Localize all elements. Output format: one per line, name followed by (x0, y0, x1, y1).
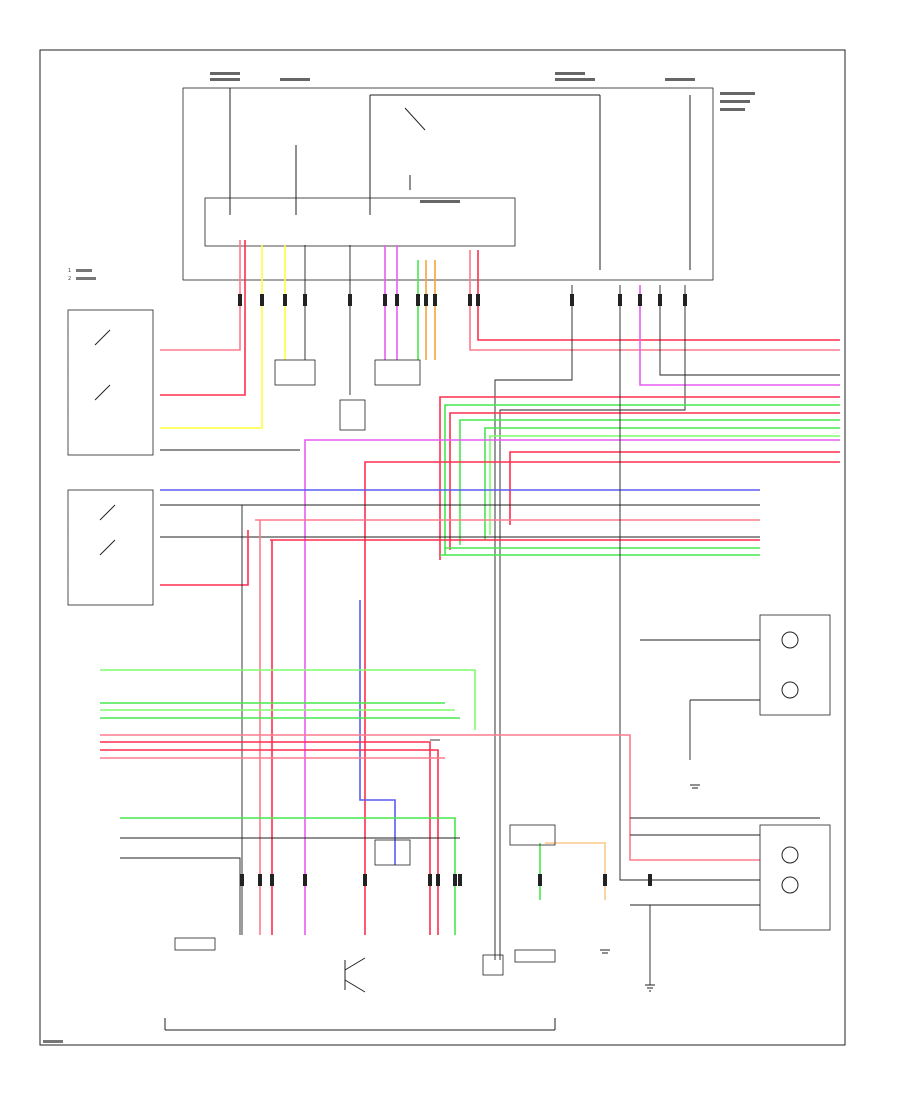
connector-pin (363, 874, 367, 886)
connector-pin (283, 294, 287, 306)
wire-red (100, 749, 439, 935)
connector-pin (476, 294, 480, 306)
connector-pin (303, 874, 307, 886)
wire-green (120, 817, 456, 935)
wire-green (459, 419, 840, 545)
wire-magenta (304, 439, 840, 935)
wire-red (160, 530, 249, 586)
transistor-symbol (344, 957, 366, 993)
connector-pin (433, 294, 437, 306)
wire-light-green (489, 435, 840, 535)
connector-group (274, 359, 421, 431)
wire-black (619, 285, 760, 881)
ground-symbol (600, 784, 700, 992)
wire-black (494, 285, 573, 960)
connector-pin (638, 294, 642, 306)
legend-mark-2: 2 (68, 276, 71, 282)
connector-pin (428, 874, 432, 886)
wire-pink (160, 240, 241, 351)
diagram-frame (39, 49, 846, 1046)
meter-component (374, 839, 411, 866)
wire-light-orange (545, 842, 606, 900)
combination-meter-assembly (174, 937, 216, 951)
lamp-symbol (781, 631, 799, 649)
lamp-symbol (781, 846, 799, 864)
connector-pin (303, 294, 307, 306)
connector-pin (424, 294, 428, 306)
wire-magenta (639, 285, 840, 386)
legend: 1 2 (68, 268, 96, 282)
connector-pin (658, 294, 662, 306)
connector-pin (395, 294, 399, 306)
legend-mark-1: 1 (68, 268, 71, 274)
connector-pin (538, 874, 542, 886)
connector-pin (683, 294, 687, 306)
connector-pin (458, 874, 462, 886)
connector-pin (260, 294, 264, 306)
light-control-switch (67, 309, 154, 456)
connector-pin (258, 874, 262, 886)
wires (100, 240, 840, 985)
wire-black (499, 285, 686, 960)
wire-light-green (100, 669, 476, 730)
wire-black (659, 285, 840, 376)
wire-red (449, 412, 840, 550)
wire-yellow (160, 245, 263, 429)
meter-component (509, 824, 556, 846)
junction-block (204, 197, 516, 247)
lamp-symbol (781, 681, 799, 699)
wire-blue (359, 600, 396, 865)
connector-pin (270, 874, 274, 886)
wire-pink (469, 250, 840, 351)
connector-pin (648, 874, 652, 886)
switch-symbol (94, 329, 116, 556)
connector-pin (240, 874, 244, 886)
wire-red (439, 396, 840, 560)
wire-red (364, 461, 840, 935)
connector-pin (618, 294, 622, 306)
wire-pink (100, 734, 760, 861)
left-headlight-assembly (759, 614, 831, 716)
connector-pin (603, 874, 607, 886)
dimmer-switch (67, 489, 154, 606)
page-id (43, 1040, 63, 1043)
connector-pin (453, 874, 457, 886)
lamp-symbol (781, 876, 799, 894)
connector-pin (570, 294, 574, 306)
connector-pin (468, 294, 472, 306)
wire-black (120, 857, 241, 935)
wire-red (160, 240, 246, 396)
fuse-box (182, 87, 714, 281)
wire-red (477, 250, 840, 341)
connector-pin (416, 294, 420, 306)
connector-pin (436, 874, 440, 886)
wire-red (509, 451, 840, 525)
wire-red (100, 741, 431, 935)
connector-pin (383, 294, 387, 306)
meter-component (482, 954, 504, 976)
connector-pin (238, 294, 242, 306)
wire-green (484, 427, 840, 540)
connector-pin (348, 294, 352, 306)
right-headlight-assembly (759, 824, 831, 931)
meter-component (514, 949, 556, 963)
top-labels (210, 72, 755, 203)
